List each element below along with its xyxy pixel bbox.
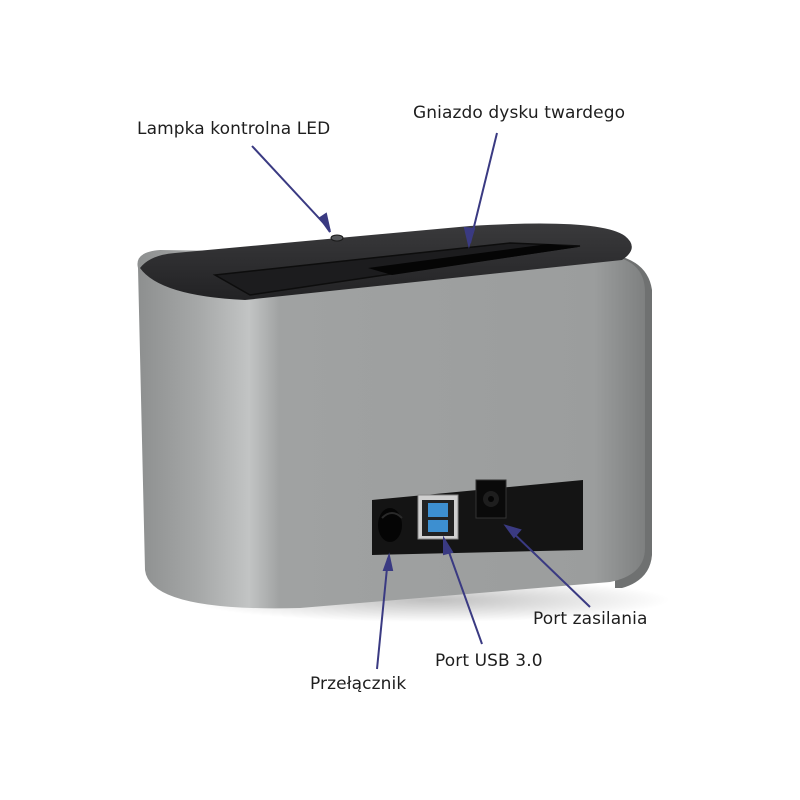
callout-switch-label: Przełącznik bbox=[310, 674, 407, 694]
arrowhead-power bbox=[503, 524, 522, 539]
arrowhead-slot bbox=[463, 226, 476, 249]
arrowhead-switch bbox=[382, 552, 394, 571]
pointer-usb bbox=[444, 540, 483, 645]
callout-led-label: Lampka kontrolna LED bbox=[137, 119, 331, 139]
callout-slot-label: Gniazdo dysku twardego bbox=[413, 103, 626, 123]
pointer-led bbox=[251, 145, 331, 231]
led-indicator bbox=[330, 234, 344, 242]
arrowhead-led bbox=[318, 212, 331, 233]
pointer-slot bbox=[469, 132, 498, 244]
arrowhead-usb bbox=[443, 535, 454, 556]
pointer-lines bbox=[251, 132, 591, 670]
pointer-switch bbox=[376, 557, 389, 670]
callout-usb-label: Port USB 3.0 bbox=[435, 651, 543, 671]
callout-power-label: Port zasilania bbox=[533, 609, 648, 629]
body-front bbox=[137, 250, 645, 609]
slot-opening bbox=[368, 244, 578, 275]
pointer-power bbox=[507, 527, 591, 608]
